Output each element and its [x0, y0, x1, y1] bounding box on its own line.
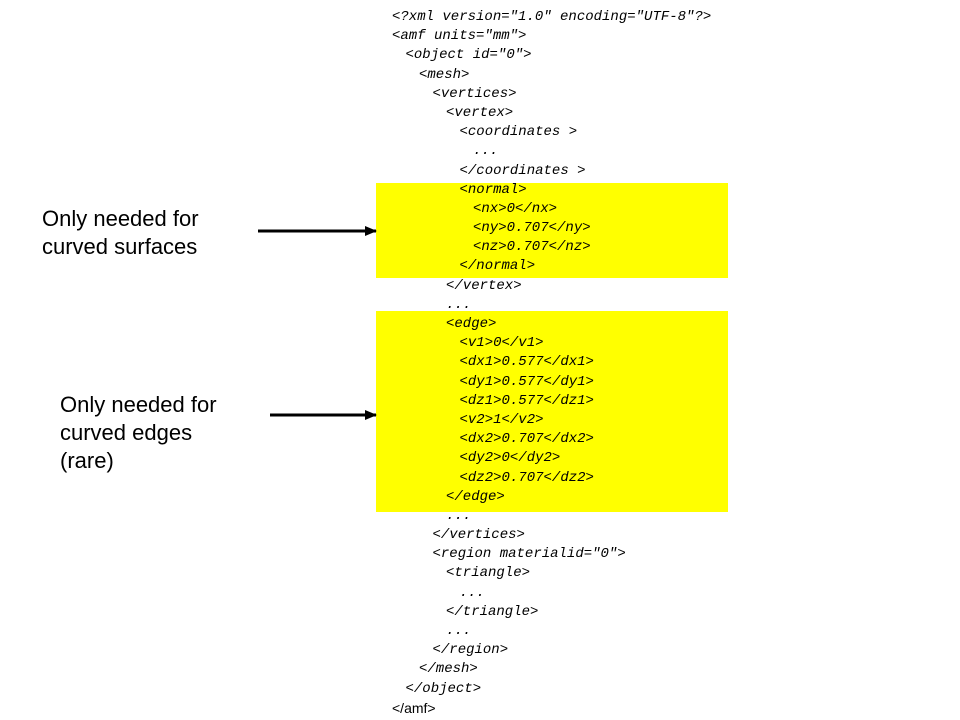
code-line: ... [459, 584, 485, 601]
code-line: ... [446, 507, 472, 524]
code-line: <amf units="mm"> [392, 28, 527, 45]
code-line: <edge> [446, 316, 497, 332]
code-line: <ny>0.707</ny> [473, 220, 591, 237]
code-line: </amf> [392, 699, 436, 716]
curved-edges-note: Only needed for curved edges (rare) [60, 391, 217, 475]
code-line: </vertices> [432, 527, 525, 544]
code-line: <v1>0</v1> [459, 335, 544, 352]
code-line: </object> [405, 680, 482, 697]
code-line: <vertices> [432, 85, 517, 102]
code-line: <triangle> [446, 565, 531, 582]
code-line: <dy2>0</dy2> [459, 450, 561, 467]
code-line: <dz1>0.577</dz1> [459, 392, 594, 409]
code-line: </mesh> [419, 661, 478, 678]
note-line: curved edges [60, 420, 193, 445]
code-line: </coordinates > [459, 162, 586, 179]
code-line: </normal> [459, 258, 536, 275]
note-line: Only needed for [42, 206, 199, 231]
code-line: ... [446, 623, 472, 639]
code-line: </edge> [446, 488, 505, 505]
code-line: ... [446, 296, 472, 313]
note-line: Only needed for [60, 392, 217, 417]
normal-highlight-box [376, 183, 728, 278]
code-line: <coordinates > [459, 124, 578, 141]
edge-highlight-box [376, 311, 728, 512]
code-line: <vertex> [446, 104, 514, 121]
note-line: (rare) [60, 448, 114, 473]
note-line: curved surfaces [42, 234, 198, 259]
code-line: </region> [432, 642, 509, 659]
code-line: <dz2>0.707</dz2> [459, 469, 594, 486]
curved-surfaces-note: Only needed for curved surfaces [42, 205, 199, 261]
code-line: <dx2>0.707</dx2> [459, 431, 594, 448]
code-line: <dx1>0.577</dx1> [459, 354, 594, 371]
code-line: <nx>0</nx> [473, 200, 558, 217]
code-line: <nz>0.707</nz> [473, 239, 591, 256]
code-line: <normal> [459, 181, 527, 198]
code-line: <region materialid="0"> [432, 546, 626, 563]
code-line: <object id="0"> [405, 47, 532, 64]
code-line: </triangle> [446, 603, 539, 620]
amf-code-listing: <?xml version="1.0" encoding="UTF-8"?> <a… [0, 8, 711, 718]
code-line: <dy1>0.577</dy1> [459, 373, 594, 390]
code-line: </vertex> [446, 277, 522, 294]
code-line: ... [473, 143, 499, 160]
code-line: <v2>1</v2> [459, 411, 544, 428]
code-line: <?xml version="1.0" encoding="UTF-8"?> [392, 9, 712, 25]
code-line: <mesh> [419, 66, 470, 83]
